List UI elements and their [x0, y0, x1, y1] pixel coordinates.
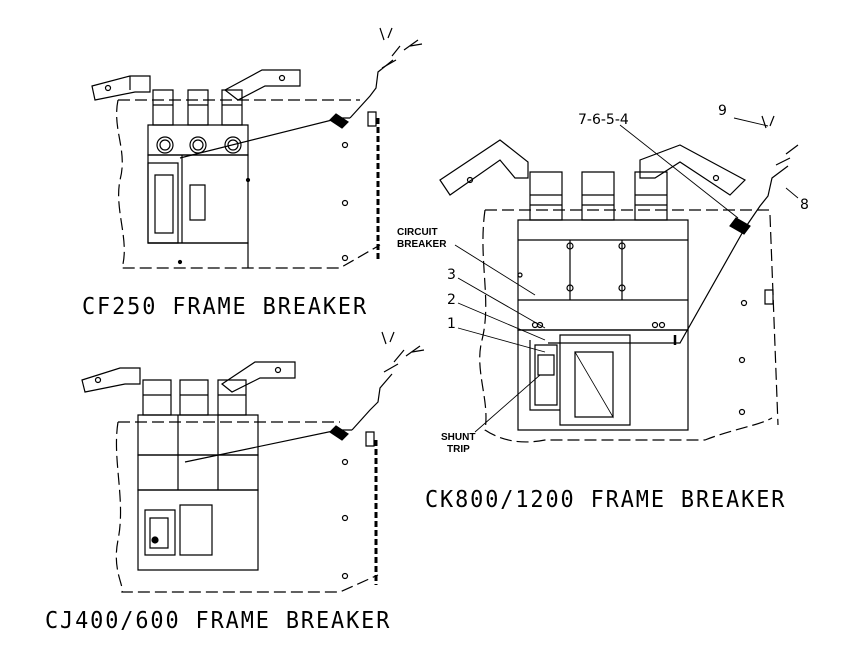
ck800-caption: CK800/1200 FRAME BREAKER	[425, 487, 787, 513]
callout-part-3: 3	[447, 267, 456, 283]
cj400-breaker-drawing	[82, 332, 424, 592]
callout-parts-7654: 7-6-5-4	[578, 112, 629, 128]
callout-part-1: 1	[447, 316, 456, 332]
cf250-breaker-drawing	[92, 28, 422, 268]
callout-part-2: 2	[447, 292, 456, 308]
callout-part-9: 9	[718, 103, 727, 119]
cf250-caption: CF250 FRAME BREAKER	[82, 294, 369, 320]
cj400-caption: CJ400/600 FRAME BREAKER	[45, 608, 392, 634]
callout-shunt-trip-line2: TRIP	[447, 444, 470, 455]
callout-circuit-breaker-line1: CIRCUIT	[397, 227, 438, 238]
callout-shunt-trip-line1: SHUNT	[441, 432, 476, 443]
ck800-breaker-drawing	[440, 116, 798, 442]
callout-circuit-breaker-line2: BREAKER	[397, 239, 447, 250]
callout-part-8: 8	[800, 197, 809, 213]
